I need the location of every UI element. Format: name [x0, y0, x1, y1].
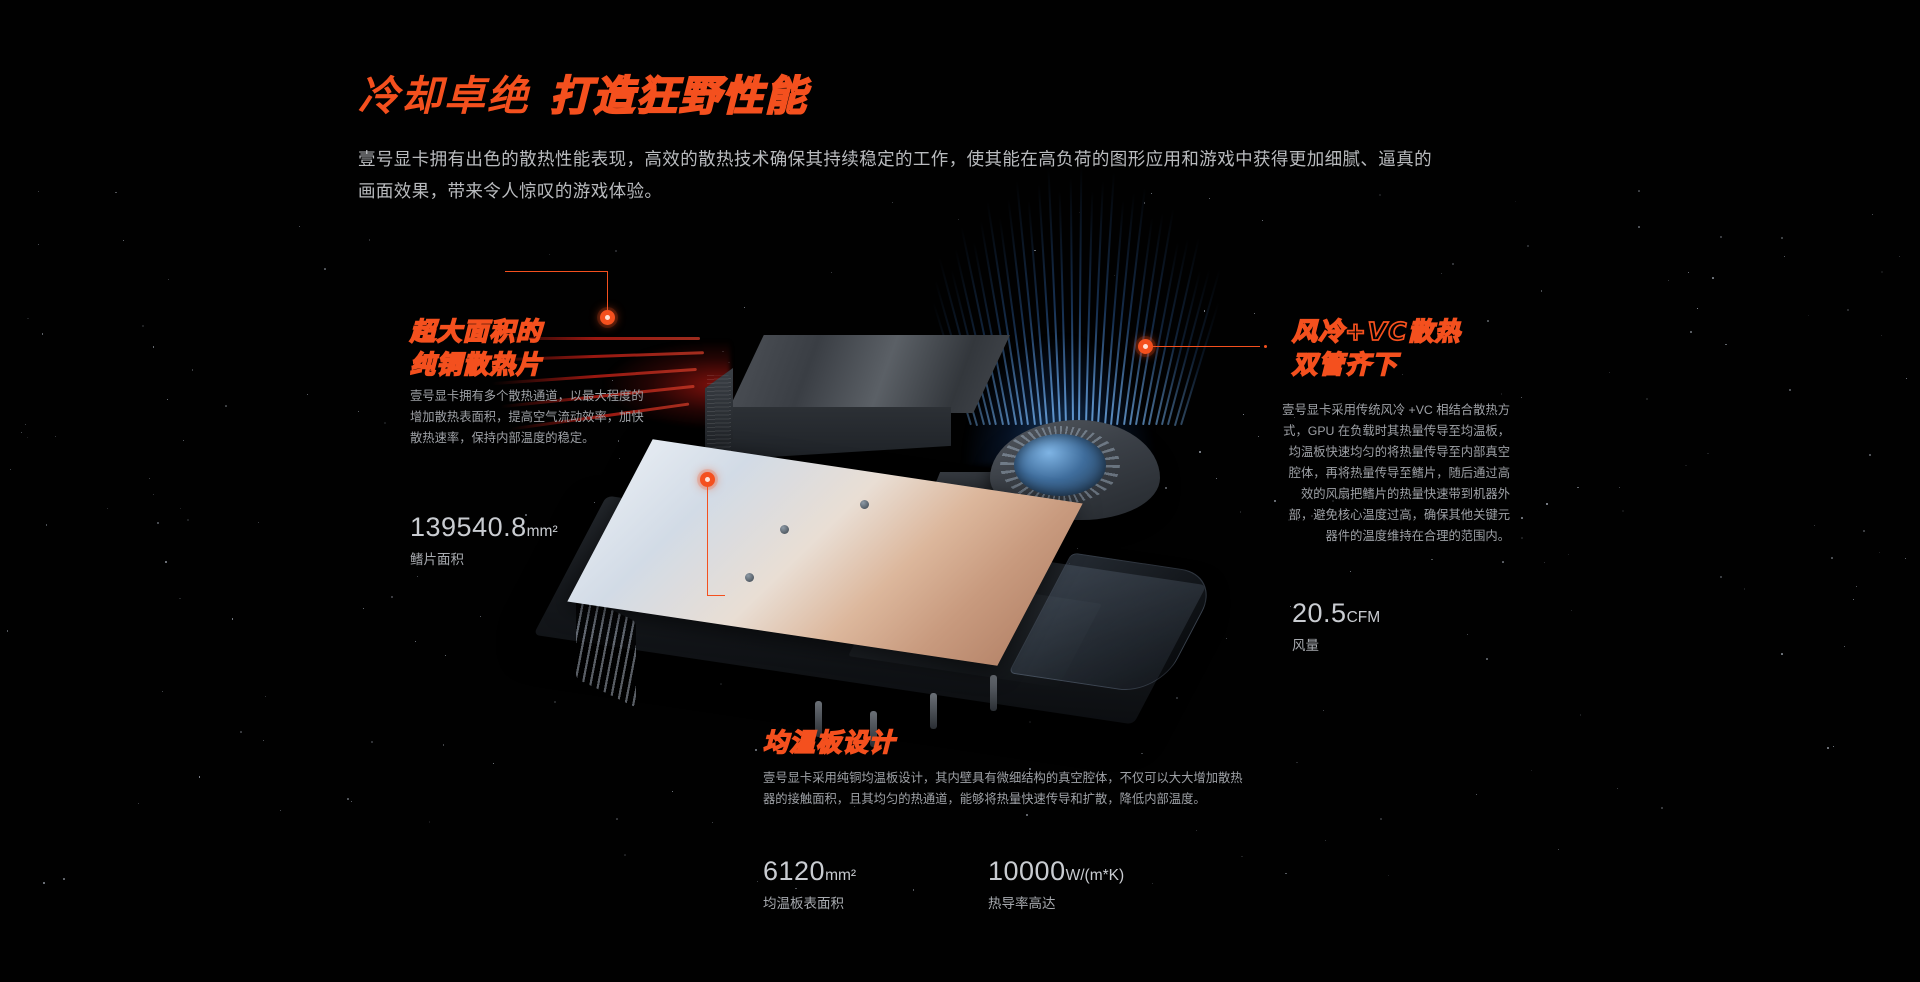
- metric-value: 20.5: [1292, 598, 1347, 628]
- leader-endpoint-dot: [1264, 345, 1267, 348]
- metric-value: 10000: [988, 856, 1066, 886]
- fan-hub: [1014, 434, 1106, 496]
- intro-paragraph: 壹号显卡拥有出色的散热性能表现，高效的散热技术确保其持续稳定的工作，使其能在高负…: [358, 149, 1432, 201]
- metric-fin-area: 139540.8mm² 鳍片面积: [410, 512, 558, 568]
- leader-line-vc-horizontal: [707, 595, 725, 597]
- metric-thermal-conductivity: 10000W/(m*K) 热导率高达: [988, 856, 1124, 912]
- page-title-solid: 冷却卓绝: [358, 72, 530, 120]
- plate-screw: [860, 500, 869, 509]
- callout-body-fins: 壹号显卡拥有多个散热通道，以最大程度的增加散热表面积，提高空气流动效率，加快散热…: [410, 389, 644, 445]
- page-title: 冷却卓绝打造狂野性能: [358, 62, 808, 122]
- metric-unit: mm²: [526, 523, 558, 540]
- metric-unit: CFM: [1346, 609, 1381, 626]
- leader-line-vc-vertical: [707, 486, 709, 596]
- metric-unit: mm²: [825, 867, 857, 884]
- callout-title-air-vc: 风冷+VC散热 双管齐下: [1291, 316, 1462, 380]
- plate-screw: [745, 573, 754, 582]
- metric-caption: 鳍片面积: [410, 552, 464, 567]
- leader-line-fan-horizontal: [1152, 346, 1260, 348]
- standoff-post: [990, 675, 997, 711]
- copper-fin-stack: [705, 335, 1010, 461]
- product-exploded-view: [480, 166, 1380, 747]
- callout-body-vapor-chamber: 壹号显卡采用纯铜均温板设计，其内壁具有微细结构的真空腔体，不仅可以大大增加散热器…: [763, 771, 1243, 806]
- metric-vc-surface-area: 6120mm² 均温板表面积: [763, 856, 856, 912]
- hotspot-fin-stack[interactable]: [600, 310, 615, 325]
- metric-caption: 风量: [1292, 638, 1319, 653]
- metric-unit: W/(m*K): [1065, 867, 1125, 884]
- leader-line-fins-vertical: [607, 272, 609, 312]
- callout-body-air-vc: 壹号显卡采用传统风冷 +VC 相结合散热方式，GPU 在负载时其热量传导至均温板…: [1282, 403, 1510, 543]
- chassis: [533, 495, 1222, 747]
- metric-airflow: 20.5CFM 风量: [1292, 598, 1380, 654]
- metric-caption: 热导率高达: [988, 896, 1056, 911]
- metric-value: 139540.8: [410, 512, 527, 542]
- callout-title-fins: 超大面积的 纯铜散热片: [409, 316, 543, 380]
- leader-line-fins-horizontal: [505, 271, 608, 273]
- standoff-post: [930, 693, 937, 729]
- page-title-outline: 打造狂野性能: [549, 71, 808, 121]
- metric-value: 6120: [763, 856, 826, 886]
- hotspot-vapor-chamber[interactable]: [700, 472, 715, 487]
- metric-caption: 均温板表面积: [763, 896, 844, 911]
- callout-title-vapor-chamber: 均温板设计: [762, 727, 896, 758]
- hotspot-blower-fan[interactable]: [1138, 339, 1153, 354]
- fin-ridges: [707, 375, 731, 455]
- standoff-post: [815, 701, 822, 737]
- standoff-post: [870, 711, 877, 747]
- fin-stack-top-face: [727, 335, 1010, 413]
- heat-stream: [490, 337, 700, 340]
- plate-screw: [780, 525, 789, 534]
